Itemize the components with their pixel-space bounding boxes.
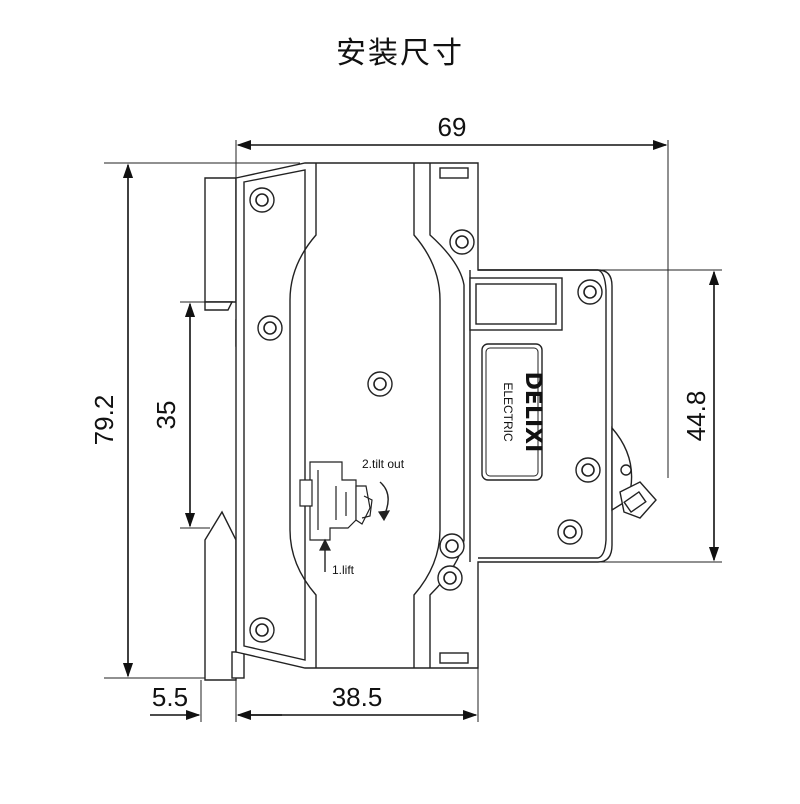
screw-icon bbox=[575, 457, 601, 483]
terminal-lever bbox=[611, 426, 657, 519]
screw-icon bbox=[577, 279, 603, 305]
din-clip bbox=[204, 177, 237, 303]
removal-pictogram bbox=[299, 461, 391, 572]
front-waist bbox=[289, 163, 317, 668]
dim-69-label: 69 bbox=[438, 112, 467, 142]
dim-44-8-label: 44.8 bbox=[681, 391, 711, 442]
dimension-arrows bbox=[122, 139, 720, 721]
screw-icon bbox=[437, 565, 463, 591]
step-lift-label: 1.lift bbox=[332, 563, 355, 577]
screw-icon bbox=[249, 617, 275, 643]
brand-subtitle: ELECTRIC bbox=[501, 382, 515, 442]
dim-79-2-label: 79.2 bbox=[89, 395, 119, 446]
screw-icon bbox=[249, 187, 275, 213]
logo-plate: DELIXI ELECTRIC bbox=[481, 343, 545, 481]
brand-logo: DELIXI bbox=[520, 372, 545, 453]
screw-icon bbox=[367, 371, 393, 397]
screw-icon bbox=[439, 533, 465, 559]
left-panel bbox=[243, 169, 306, 661]
dim-5-5-label: 5.5 bbox=[152, 682, 188, 712]
dim-35-label: 35 bbox=[151, 401, 181, 430]
screw-icon bbox=[257, 315, 283, 341]
breaker-body bbox=[204, 162, 613, 681]
step-tilt-label: 2.tilt out bbox=[362, 457, 405, 471]
screw-icon bbox=[557, 519, 583, 545]
screws bbox=[249, 187, 603, 643]
body-outline bbox=[235, 162, 613, 669]
dim-38-5-label: 38.5 bbox=[332, 682, 383, 712]
page-title: 安装尺寸 bbox=[336, 36, 464, 71]
handle-window bbox=[469, 277, 563, 331]
screw-icon bbox=[449, 229, 475, 255]
